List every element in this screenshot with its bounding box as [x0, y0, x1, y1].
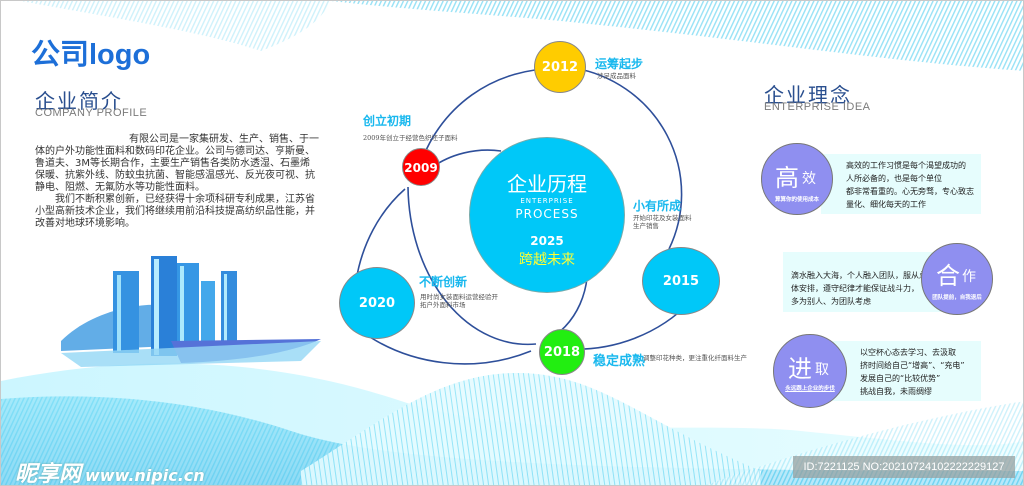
company-logo: 公司logo [31, 39, 151, 71]
milestone-2012-title: 运筹起步 [595, 57, 644, 71]
company-profile-title: 企业简介 [35, 89, 123, 113]
city-skyline-illustration [61, 256, 321, 367]
milestone-2009-title: 创立初期 [363, 114, 412, 128]
idea-cooperation-box [783, 252, 948, 312]
milestone-2012-circle: 2012 [534, 41, 586, 93]
milestone-2020-circle: 2020 [339, 267, 415, 339]
enterprise-idea-title: 企业理念 [764, 83, 852, 107]
milestone-2015-circle: 2015 [642, 247, 720, 315]
idea-progress-text: 以空杯心态去学习、去汲取 挤时间给自己“增高”、“充电” 发展自己的“比较优势”… [860, 348, 965, 396]
milestone-2009-desc: 2009年创立于经营色织坯子面料 [363, 134, 458, 142]
company-profile-text: 有限公司是一家集研发、生产、销售、于一体的户外功能性面料和数码印花企业。公司与德… [35, 134, 319, 230]
milestone-2018-title: 稳定成熟 [593, 354, 646, 369]
milestone-2020-title: 不断创新 [419, 275, 468, 289]
company-profile-subtitle: COMPANY PROFILE [35, 107, 148, 119]
enterprise-idea-subtitle: ENTERPRISE IDEA [764, 101, 871, 113]
milestone-2012-desc: 涉足成品面料 [597, 72, 636, 80]
process-center-title: 企业历程 [507, 172, 587, 196]
milestone-2020-desc: 用时尚女装面料运营经验开拓户外面料市场 [420, 293, 498, 309]
idea-progress-box [821, 341, 981, 401]
process-center-year: 2025 [530, 234, 564, 248]
process-center-sub1: ENTERPRISE [520, 197, 574, 205]
idea-cooperation-circle: 合 作 团队提前，自我退后 [921, 243, 993, 315]
idea-efficiency-circle: 高 效 算算你的使用成本 [761, 143, 833, 215]
milestone-2018-circle: 2018 [539, 329, 585, 375]
milestone-2009-circle: 2009 [402, 148, 440, 186]
idea-efficiency-box [821, 154, 981, 214]
process-center-circle: 企业历程 ENTERPRISE PROCESS 2025 跨越未来 [469, 137, 625, 293]
process-center-sub2: PROCESS [515, 207, 579, 221]
idea-progress-circle: 进 取 永远跟上企业的步伐 [773, 334, 847, 408]
watermark-url: www.nipic.cn [85, 466, 205, 485]
profile-paragraph-2: 我们不断积累创新，已经获得十余项科研专利成果，江苏省小型高新技术企业，我们将继续… [35, 194, 315, 229]
milestone-2015-desc: 开始印花及女装面料生产销售 [633, 214, 692, 230]
idea-efficiency-text: 高效的工作习惯是每个渴望成功的 人所必备的，也是每个单位 都非常看重的。心无旁骛… [846, 161, 974, 209]
timeline-orbit-lines [355, 67, 692, 365]
profile-paragraph-1: 有限公司是一家集研发、生产、销售、于一体的户外功能性面料和数码印花企业。公司与德… [35, 134, 319, 193]
milestone-2018-desc: 调整印花种类，更注重化纤面料生产 [643, 354, 747, 362]
milestone-2015-title: 小有所成 [633, 199, 682, 213]
image-id-badge: ID:7221125 NO:20210724102222229127 [793, 456, 1015, 478]
process-center-slogan: 跨越未来 [519, 252, 575, 268]
idea-cooperation-text: 滴水融入大海，个人融入团队，服从总 体安排，遵守纪律才能保证战斗力， 多为别人、… [791, 271, 927, 306]
watermark-site-name: 昵享网 [15, 462, 82, 486]
